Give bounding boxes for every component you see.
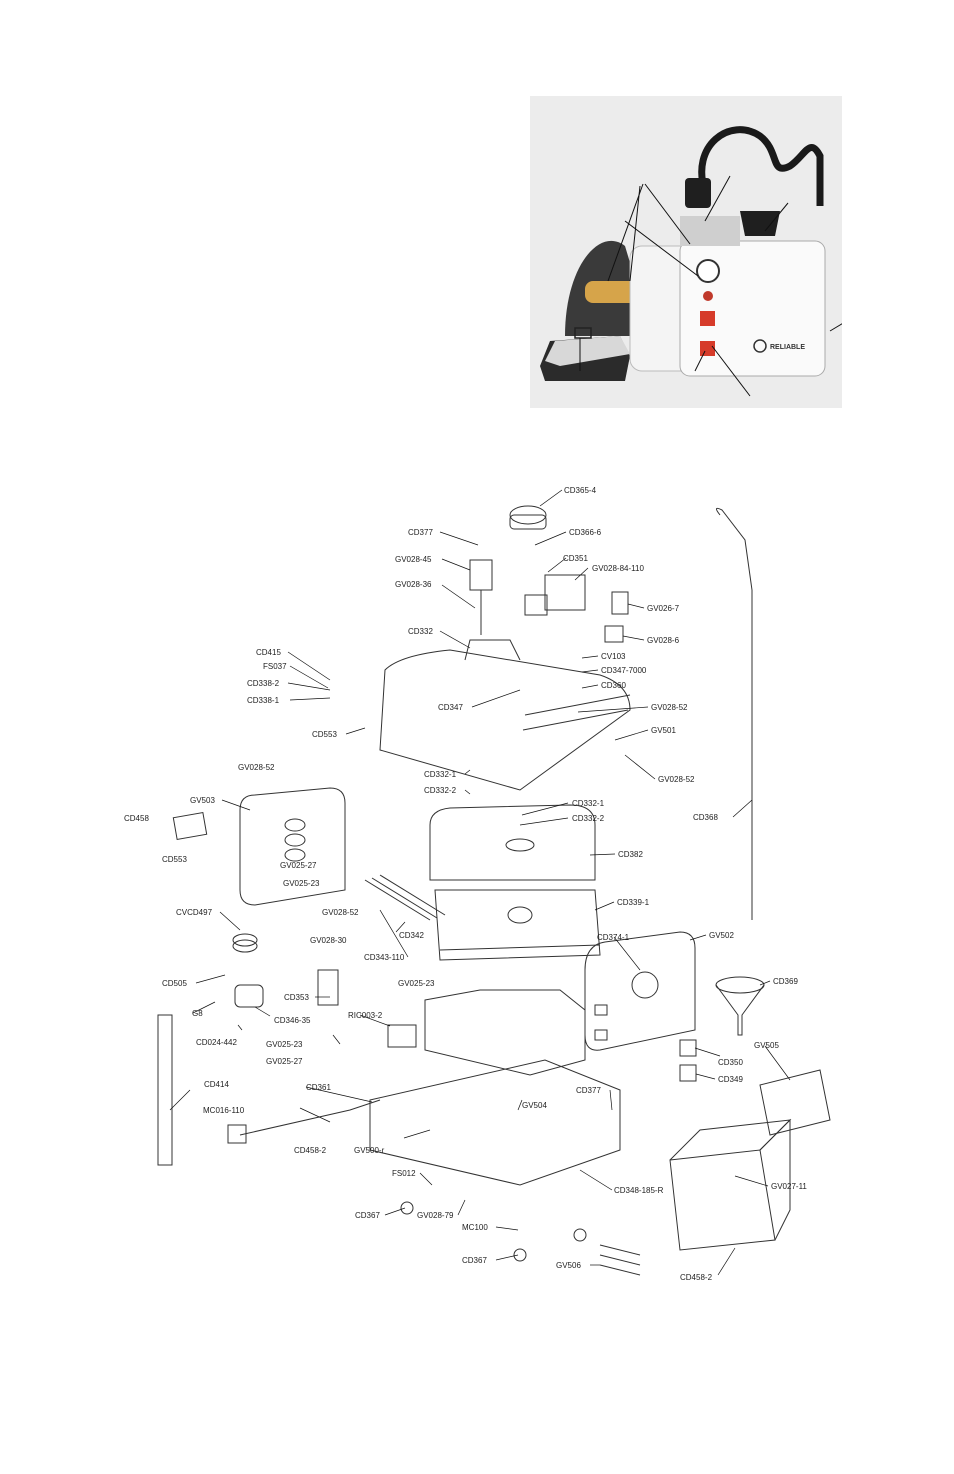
part-label: CD349 bbox=[718, 1075, 743, 1084]
hose bbox=[698, 126, 824, 206]
part-label: CD338-1 bbox=[247, 696, 280, 705]
part-label: GV028-52 bbox=[651, 703, 688, 712]
part-label: CD377 bbox=[576, 1086, 601, 1095]
part-label: GV028-84-110 bbox=[592, 564, 644, 573]
part-label: CVCD497 bbox=[176, 908, 213, 917]
part-label: GV506 bbox=[556, 1261, 581, 1270]
part-label: GV028-6 bbox=[647, 636, 680, 645]
part-label: CD553 bbox=[162, 855, 187, 864]
part-label: CD024-442 bbox=[196, 1038, 237, 1047]
steam-boiler: RELIABLE bbox=[629, 178, 826, 377]
part-label: CD415 bbox=[256, 648, 281, 657]
part-label: CD346-35 bbox=[274, 1016, 311, 1025]
part-label: CD377 bbox=[408, 528, 433, 537]
part-label: GV028-30 bbox=[310, 936, 347, 945]
part-label: CD332-1 bbox=[572, 799, 605, 808]
part-label: G8 bbox=[192, 1009, 203, 1018]
part-label: CD343-110 bbox=[364, 953, 405, 962]
part-label: MC016-110 bbox=[203, 1106, 245, 1115]
part-label: GV028-79 bbox=[417, 1211, 454, 1220]
part-label: CD374-1 bbox=[597, 933, 630, 942]
part-label: RIC003-2 bbox=[348, 1011, 383, 1020]
part-label: CD353 bbox=[284, 993, 309, 1002]
part-label: CD332-2 bbox=[572, 814, 605, 823]
part-label: GV025-23 bbox=[266, 1040, 303, 1049]
part-label: CD458 bbox=[124, 814, 149, 823]
part-label: CD458-2 bbox=[680, 1273, 713, 1282]
part-label: CD350 bbox=[718, 1058, 743, 1067]
part-label: FS037 bbox=[263, 662, 287, 671]
part-label: GV028-52 bbox=[658, 775, 695, 784]
part-label: GV025-23 bbox=[398, 979, 435, 988]
brand-label: RELIABLE bbox=[770, 344, 805, 351]
leader-lines bbox=[169, 489, 791, 1276]
part-outlines bbox=[157, 505, 831, 1276]
part-label: CD365-4 bbox=[564, 486, 597, 495]
part-label: CD382 bbox=[618, 850, 643, 859]
part-label: CD332 bbox=[408, 627, 433, 636]
part-label: CD360 bbox=[601, 681, 626, 690]
part-label: CD347-7000 bbox=[601, 666, 647, 675]
part-label: GV028-52 bbox=[238, 763, 275, 772]
part-label: CD348-185-R bbox=[614, 1186, 664, 1195]
part-label: FS012 bbox=[392, 1169, 416, 1178]
part-label: GV502 bbox=[709, 931, 734, 940]
part-label: CD351 bbox=[563, 554, 588, 563]
part-label: CD369 bbox=[773, 977, 798, 986]
part-label: GV028-52 bbox=[322, 908, 359, 917]
part-label: CD367 bbox=[462, 1256, 487, 1265]
part-label: CD366-6 bbox=[569, 528, 602, 537]
product-photo: RELIABLE bbox=[530, 96, 842, 408]
part-label: CD347 bbox=[438, 703, 463, 712]
part-label: CD458-2 bbox=[294, 1146, 327, 1155]
part-label: CD553 bbox=[312, 730, 337, 739]
part-label: CD414 bbox=[204, 1080, 229, 1089]
part-labels: CD365-4 CD366-6 CD377 GV028-45 CD351 GV0… bbox=[124, 486, 807, 1282]
part-label: GV500-r bbox=[354, 1146, 385, 1155]
part-label: CD342 bbox=[399, 931, 424, 940]
part-label: CD367 bbox=[355, 1211, 380, 1220]
part-label: GV501 bbox=[651, 726, 676, 735]
part-label: GV026-7 bbox=[647, 604, 680, 613]
part-label: GV025-27 bbox=[280, 861, 317, 870]
part-label: GV028-36 bbox=[395, 580, 432, 589]
part-label: CD332-2 bbox=[424, 786, 457, 795]
part-label: CD505 bbox=[162, 979, 187, 988]
part-label: GV503 bbox=[190, 796, 215, 805]
part-label: GV505 bbox=[754, 1041, 779, 1050]
part-label: GV504 bbox=[522, 1101, 547, 1110]
part-label: GV025-27 bbox=[266, 1057, 303, 1066]
exploded-parts-diagram: CD365-4 CD366-6 CD377 GV028-45 CD351 GV0… bbox=[124, 486, 831, 1282]
part-label: GV028-45 bbox=[395, 555, 432, 564]
part-label: GV027-11 bbox=[771, 1182, 807, 1191]
part-label: CV103 bbox=[601, 652, 626, 661]
part-label: CD368 bbox=[693, 813, 718, 822]
part-label: CD332-1 bbox=[424, 770, 457, 779]
photo-callouts bbox=[579, 175, 842, 397]
part-label: GV025-23 bbox=[283, 879, 320, 888]
part-label: CD338-2 bbox=[247, 679, 280, 688]
part-label: CD361 bbox=[306, 1083, 331, 1092]
part-label: MC100 bbox=[462, 1223, 488, 1232]
part-label: CD339-1 bbox=[617, 898, 650, 907]
